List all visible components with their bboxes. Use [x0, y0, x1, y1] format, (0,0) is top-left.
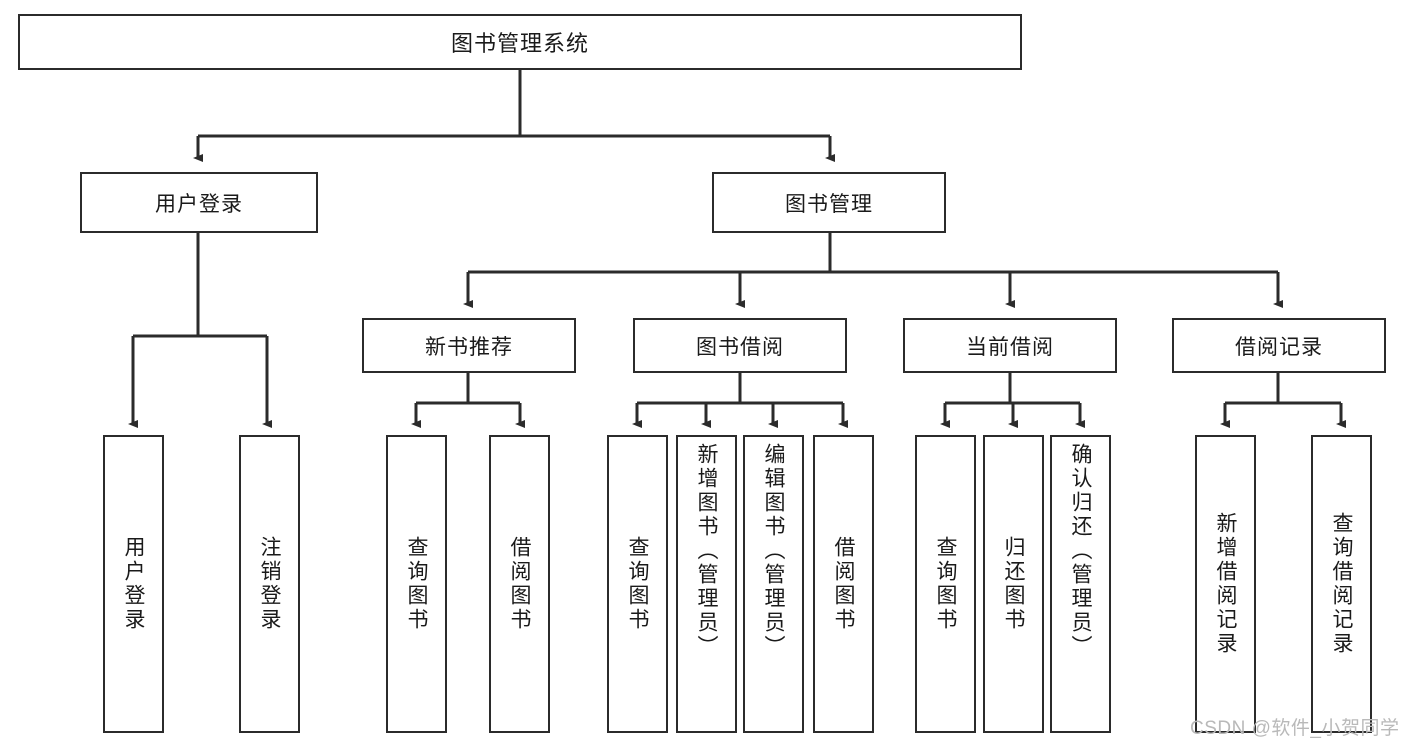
node-label: 查询图书 — [934, 536, 957, 632]
node-label: 查询图书 — [626, 536, 649, 632]
node-leaf-user-login[interactable]: 用户登录 — [103, 435, 164, 733]
node-label: 借阅图书 — [508, 536, 531, 632]
node-book-borrow[interactable]: 图书借阅 — [633, 318, 847, 373]
node-borrow-record[interactable]: 借阅记录 — [1172, 318, 1386, 373]
node-leaf-add-borrow-record[interactable]: 新增借阅记录 — [1195, 435, 1256, 733]
node-label: 借阅记录 — [1235, 335, 1323, 359]
node-label: 用户登录 — [122, 536, 145, 632]
node-label: 图书管理系统 — [450, 31, 589, 56]
node-label: 用户登录 — [155, 192, 243, 216]
node-label: 归还图书 — [1002, 536, 1025, 632]
node-new-book-recommend[interactable]: 新书推荐 — [362, 318, 576, 373]
node-label: 查询借阅记录 — [1330, 512, 1353, 656]
node-label: 编辑图书（管理员） — [762, 443, 785, 659]
node-leaf-query-book-current[interactable]: 查询图书 — [915, 435, 976, 733]
node-label: 确认归还（管理员） — [1069, 443, 1092, 659]
node-label: 新书推荐 — [425, 335, 513, 359]
node-root-book-management-system[interactable]: 图书管理系统 — [18, 14, 1022, 70]
node-label: 查询图书 — [405, 536, 428, 632]
node-label: 借阅图书 — [832, 536, 855, 632]
node-label: 新增图书（管理员） — [695, 443, 718, 659]
node-leaf-edit-book[interactable]: 编辑图书（管理员） — [743, 435, 804, 733]
node-leaf-query-borrow-record[interactable]: 查询借阅记录 — [1311, 435, 1372, 733]
node-leaf-query-book-borrow[interactable]: 查询图书 — [607, 435, 668, 733]
node-current-borrow[interactable]: 当前借阅 — [903, 318, 1117, 373]
node-leaf-logout-login[interactable]: 注销登录 — [239, 435, 300, 733]
node-leaf-return-book[interactable]: 归还图书 — [983, 435, 1044, 733]
node-label: 当前借阅 — [966, 335, 1054, 359]
watermark-text: CSDN @软件_小贺同学 — [1190, 718, 1400, 739]
node-label: 图书管理 — [785, 192, 873, 216]
node-user-login[interactable]: 用户登录 — [80, 172, 318, 233]
node-book-management[interactable]: 图书管理 — [712, 172, 946, 233]
node-leaf-query-book-recommend[interactable]: 查询图书 — [386, 435, 447, 733]
node-label: 新增借阅记录 — [1214, 512, 1237, 656]
node-label: 注销登录 — [258, 536, 281, 632]
node-leaf-borrow-book[interactable]: 借阅图书 — [813, 435, 874, 733]
node-label: 图书借阅 — [696, 335, 784, 359]
node-leaf-borrow-book-recommend[interactable]: 借阅图书 — [489, 435, 550, 733]
node-leaf-add-book[interactable]: 新增图书（管理员） — [676, 435, 737, 733]
node-leaf-confirm-return[interactable]: 确认归还（管理员） — [1050, 435, 1111, 733]
